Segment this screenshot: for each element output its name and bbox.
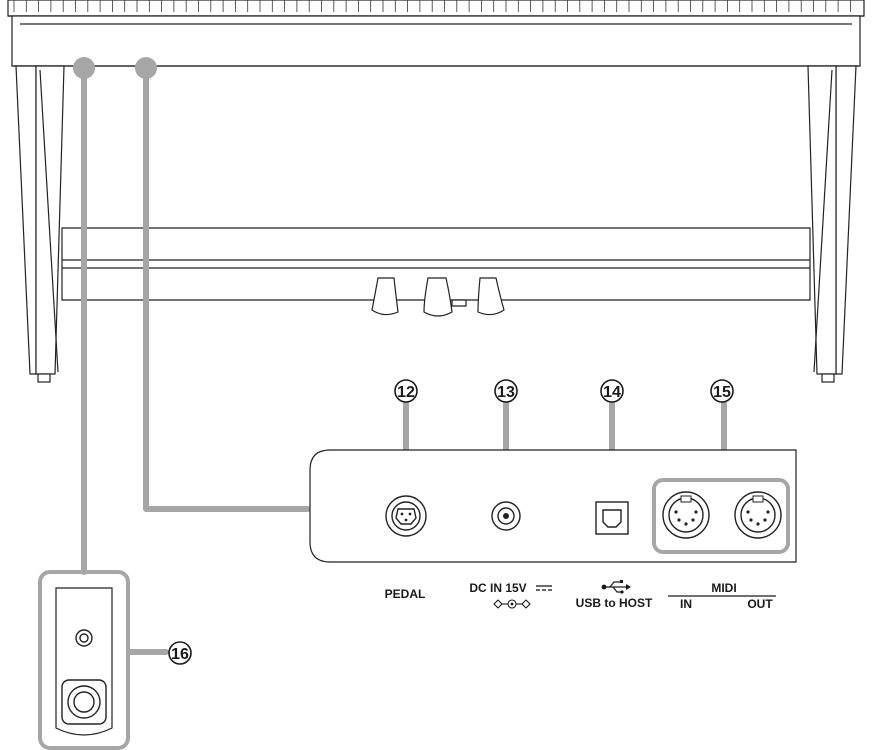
dc-polarity-icon <box>493 585 552 609</box>
svg-text:13: 13 <box>497 384 515 401</box>
midi-out-port[interactable] <box>734 491 782 539</box>
callout-numbers: 12 13 14 15 16 <box>168 379 734 665</box>
callout-lines <box>73 57 727 655</box>
headphone-panel <box>38 570 130 750</box>
pedals <box>371 277 505 317</box>
pedal-board <box>61 227 811 301</box>
callout-dot-right <box>135 57 157 79</box>
callout-13: 13 <box>494 379 518 403</box>
callout-dot-left <box>73 57 95 79</box>
midi-in-port[interactable] <box>662 491 710 539</box>
connector-panel <box>309 449 797 563</box>
label-dc-in: DC IN 15V <box>469 581 526 595</box>
label-pedal: PEDAL <box>385 587 426 601</box>
callout-12: 12 <box>394 379 418 403</box>
keyboard-edge <box>7 0 865 17</box>
sostenuto-pedal <box>423 277 453 317</box>
svg-text:16: 16 <box>171 646 189 663</box>
dc-in-jack[interactable] <box>491 501 521 531</box>
pedal-din-jack[interactable] <box>385 495 427 537</box>
svg-text:15: 15 <box>713 384 731 401</box>
label-midi: MIDI <box>711 581 736 595</box>
damper-pedal <box>477 277 505 316</box>
svg-text:12: 12 <box>397 384 415 401</box>
midi-group-frame <box>652 478 790 554</box>
callout-14: 14 <box>600 379 624 403</box>
connector-labels: PEDAL DC IN 15V USB to HOST MIDI <box>385 580 776 611</box>
left-side-panel <box>15 65 65 383</box>
headphone-mini-jack[interactable] <box>75 629 93 647</box>
label-usb-to-host: USB to HOST <box>576 596 653 610</box>
usb-icon <box>601 580 631 594</box>
label-midi-in: IN <box>680 597 692 611</box>
usb-to-host-port[interactable] <box>595 501 629 535</box>
label-midi-out: OUT <box>747 597 773 611</box>
svg-text:14: 14 <box>603 384 621 401</box>
soft-pedal <box>371 277 399 316</box>
callout-16: 16 <box>168 641 192 665</box>
right-side-panel <box>807 65 857 383</box>
headphone-std-jack[interactable] <box>61 679 107 725</box>
callout-15: 15 <box>710 379 734 403</box>
piano-body <box>7 0 865 383</box>
